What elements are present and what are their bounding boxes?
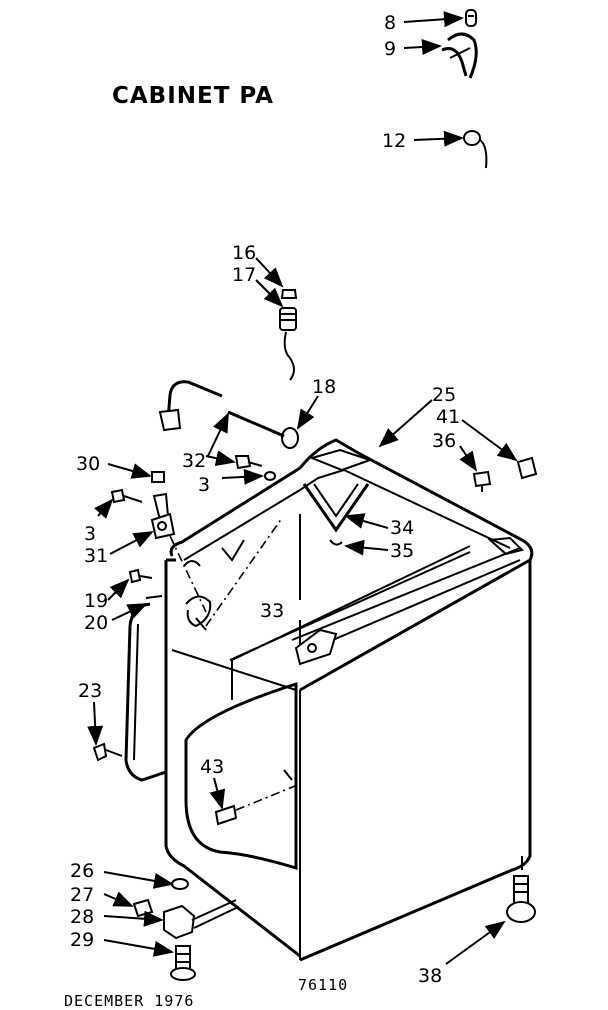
callout-labels: 8 9 12 16 17 18 25 41 36 30 32 3 3 34 35… xyxy=(70,12,460,987)
callout-33: 33 xyxy=(260,600,284,622)
callout-36: 36 xyxy=(432,430,456,452)
part-16-nut xyxy=(280,289,298,299)
callout-38: 38 xyxy=(418,965,442,987)
callout-16: 16 xyxy=(232,242,256,264)
part-8-screw xyxy=(465,9,477,27)
part-20-panel xyxy=(124,595,167,782)
part-33-bracket xyxy=(294,628,338,666)
callout-28: 28 xyxy=(70,906,94,928)
callout-3-left: 3 xyxy=(84,523,96,545)
part-26-washer xyxy=(171,878,189,890)
callout-27: 27 xyxy=(70,884,94,906)
callout-26: 26 xyxy=(70,860,94,882)
callout-35: 35 xyxy=(390,540,414,562)
part-31-lid-switch xyxy=(150,492,176,540)
part-43-bolt xyxy=(214,769,301,826)
callout-3-top: 3 xyxy=(198,474,210,496)
callout-arrows xyxy=(87,11,518,965)
part-9-clamp xyxy=(441,32,478,79)
part-29-leg xyxy=(170,945,196,981)
part-28-bracket xyxy=(163,899,237,940)
part-34-spring xyxy=(302,448,374,533)
callout-29: 29 xyxy=(70,929,94,951)
callout-41: 41 xyxy=(436,406,460,428)
callout-23: 23 xyxy=(78,680,102,702)
wire-harness-clip xyxy=(185,595,212,631)
part-30-cap xyxy=(151,471,165,483)
drawing-number: 76110 xyxy=(298,976,348,994)
callout-9: 9 xyxy=(384,38,396,60)
date-footer: DECEMBER 1976 xyxy=(64,992,194,1010)
part-27-pin xyxy=(132,898,154,918)
callout-30: 30 xyxy=(76,453,100,475)
part-3-screw-top xyxy=(234,455,276,481)
cabinet-body xyxy=(164,438,534,962)
callout-8: 8 xyxy=(384,12,396,34)
callout-20: 20 xyxy=(84,612,108,634)
part-18-grommet xyxy=(227,410,299,449)
part-41-clip xyxy=(516,456,538,480)
callout-31: 31 xyxy=(84,545,108,567)
assembly-line-switch xyxy=(169,535,207,613)
part-3-screw-left xyxy=(110,488,143,504)
callout-19: 19 xyxy=(84,590,108,612)
part-23-pin xyxy=(92,742,123,762)
callout-32: 32 xyxy=(182,450,206,472)
callout-17: 17 xyxy=(232,264,256,286)
callout-25: 25 xyxy=(432,384,456,406)
callout-34: 34 xyxy=(390,517,414,539)
part-12-clip xyxy=(463,130,488,169)
part-17-fitting xyxy=(279,307,297,381)
callout-18: 18 xyxy=(312,376,336,398)
callout-12: 12 xyxy=(382,130,406,152)
part-32-hose xyxy=(158,380,223,432)
assembly-line-wire xyxy=(205,517,283,627)
part-38-leg xyxy=(506,875,536,923)
part-36-nut xyxy=(472,470,492,492)
part-19-screw xyxy=(128,568,153,584)
part-35-hook xyxy=(329,539,343,546)
callout-43: 43 xyxy=(200,756,224,778)
diagram-title: CABINET PA xyxy=(112,83,274,109)
